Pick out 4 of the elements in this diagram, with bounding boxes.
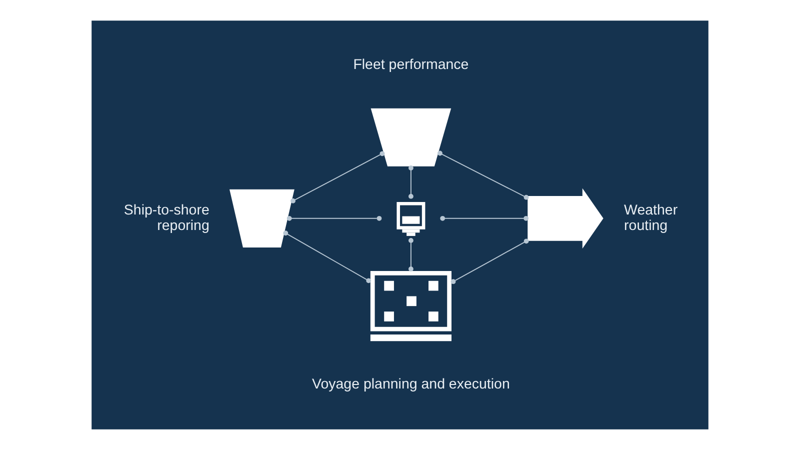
node-label: Fleet performance [353,56,469,73]
node-label: Ship-to-shore reporing [124,202,210,234]
node-label: Voyage planning and execution [312,376,510,393]
node-label: Weather routing [624,202,678,234]
